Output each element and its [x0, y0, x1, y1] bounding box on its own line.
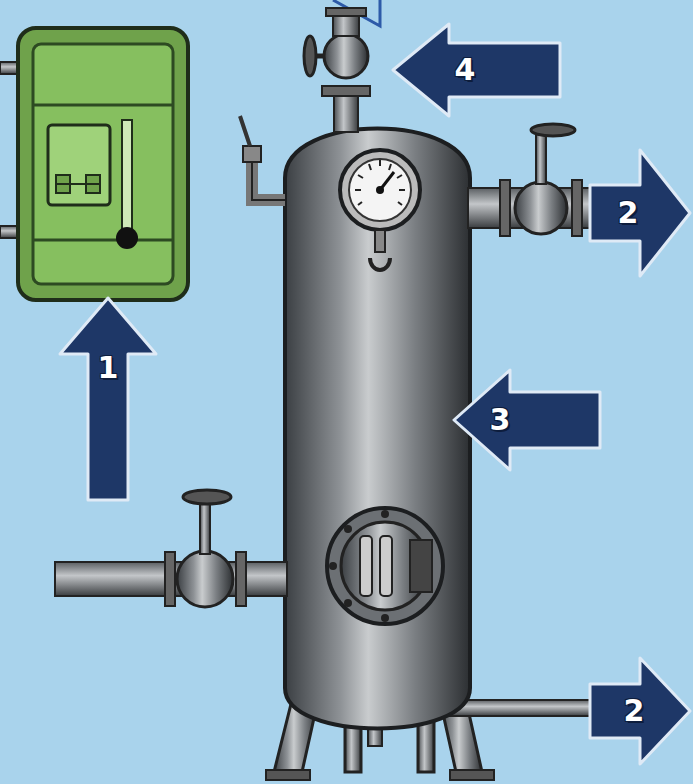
arrow-shape [454, 370, 600, 470]
nozzle-flange [322, 86, 370, 96]
callout-number: 4 [455, 55, 476, 85]
safety-valve [243, 146, 261, 162]
gauge-stem [375, 230, 385, 252]
callout-number: 3 [490, 405, 511, 435]
cover-bar [380, 536, 392, 596]
safety-pipe-edge [252, 160, 285, 200]
valve-handwheel [304, 36, 316, 76]
flange-bolt [329, 562, 337, 570]
valve-stem [536, 134, 546, 184]
flange-bolt [381, 510, 389, 518]
callout-arrow: 3 [454, 370, 600, 470]
cover-hinge [410, 540, 432, 592]
pipe-flange [500, 180, 510, 236]
callout-arrow: 4 [393, 24, 560, 116]
callout-arrow: 2 [590, 658, 690, 764]
cover-bar [360, 536, 372, 596]
callout-arrow: 2 [590, 150, 690, 276]
arrow-outline [590, 150, 690, 276]
callout-number: 2 [624, 696, 645, 726]
callout-number: 1 [98, 353, 119, 383]
callout-number: 2 [618, 198, 639, 228]
needle-pivot [376, 186, 384, 194]
valve-body [177, 551, 233, 607]
control-box [18, 28, 188, 300]
leg-foot [450, 770, 494, 780]
manhole-flange [327, 508, 443, 624]
arrow-outline [60, 298, 156, 500]
flange-bolt [344, 599, 352, 607]
arrow-outline [454, 370, 600, 470]
arrow-outline [590, 658, 690, 764]
valve-body [515, 182, 567, 234]
flange-bolt [344, 525, 352, 533]
pressure-gauge [340, 150, 420, 230]
outlet-flange [326, 8, 366, 16]
arrow-shape [590, 150, 690, 276]
top-nozzle [334, 92, 358, 132]
leg-foot [266, 770, 310, 780]
panel-window [48, 125, 110, 205]
pipe-flange [165, 552, 175, 606]
siphon-loop [370, 258, 390, 270]
flange-bolt [381, 614, 389, 622]
callout-arrow: 1 [60, 298, 156, 500]
safety-lever [240, 116, 250, 146]
arrow-shape [393, 24, 560, 116]
valve-handwheel [183, 490, 231, 504]
panel-wire [56, 183, 100, 185]
gauge-face [349, 159, 411, 221]
arrow-shape [60, 298, 156, 500]
valve-body [324, 34, 368, 78]
arrow-outline [393, 24, 560, 116]
lever-knob [116, 227, 138, 249]
pressure-vessel [285, 129, 470, 729]
valve-stem [200, 500, 210, 554]
control-panel [33, 44, 173, 284]
gauge-ticks [355, 160, 405, 205]
pipe-flange [236, 552, 246, 606]
valve-handwheel [531, 124, 575, 136]
panel-lever [122, 120, 132, 230]
safety-pipe [252, 160, 285, 200]
panel-line [33, 104, 173, 107]
panel-line [33, 239, 173, 242]
pipe-flange [572, 180, 582, 236]
